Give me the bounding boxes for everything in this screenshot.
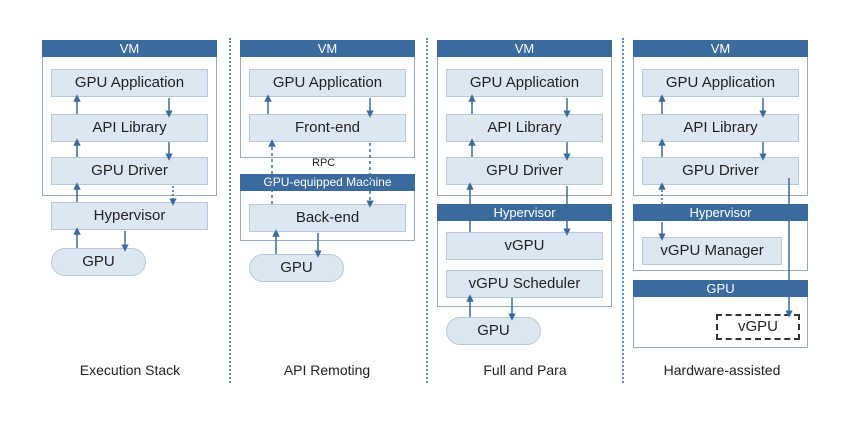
front-end-box: Front-end [249, 114, 406, 142]
gpu-header: GPU [633, 280, 808, 297]
vgpu-dashed-box: vGPU [716, 314, 800, 340]
api-library-box: API Library [642, 114, 799, 142]
vgpu-scheduler-box: vGPU Scheduler [446, 270, 603, 298]
column-divider [622, 38, 624, 383]
vgpu-manager-box: vGPU Manager [642, 237, 782, 265]
gpu-application-box: GPU Application [249, 69, 406, 97]
vm-header: VM [633, 40, 808, 57]
caption-hardware-assisted: Hardware-assisted [663, 362, 781, 378]
gpu-pill: GPU [51, 248, 146, 276]
vm-header: VM [42, 40, 217, 57]
caption-api-remoting: API Remoting [283, 362, 371, 378]
api-library-box: API Library [446, 114, 603, 142]
hypervisor-header: Hypervisor [437, 204, 612, 221]
gpu-machine-header: GPU-equipped Machine [240, 174, 415, 191]
rpc-label: RPC [312, 157, 336, 169]
column-divider [229, 38, 231, 383]
gpu-application-box: GPU Application [642, 69, 799, 97]
vm-header: VM [437, 40, 612, 57]
gpu-application-box: GPU Application [51, 69, 208, 97]
caption-execution-stack: Execution Stack [79, 362, 181, 378]
vm-header: VM [240, 40, 415, 57]
gpu-application-box: GPU Application [446, 69, 603, 97]
column-divider [426, 38, 428, 383]
api-library-box: API Library [51, 114, 208, 142]
gpu-pill: GPU [446, 317, 541, 345]
hypervisor-box: Hypervisor [51, 202, 208, 230]
gpu-pill: GPU [249, 254, 344, 282]
hypervisor-header: Hypervisor [633, 204, 808, 221]
gpu-driver-box: GPU Driver [51, 157, 208, 185]
gpu-driver-box: GPU Driver [642, 157, 799, 185]
vgpu-box: vGPU [446, 232, 603, 260]
caption-full-and-para: Full and Para [483, 362, 567, 378]
back-end-box: Back-end [249, 204, 406, 232]
gpu-driver-box: GPU Driver [446, 157, 603, 185]
